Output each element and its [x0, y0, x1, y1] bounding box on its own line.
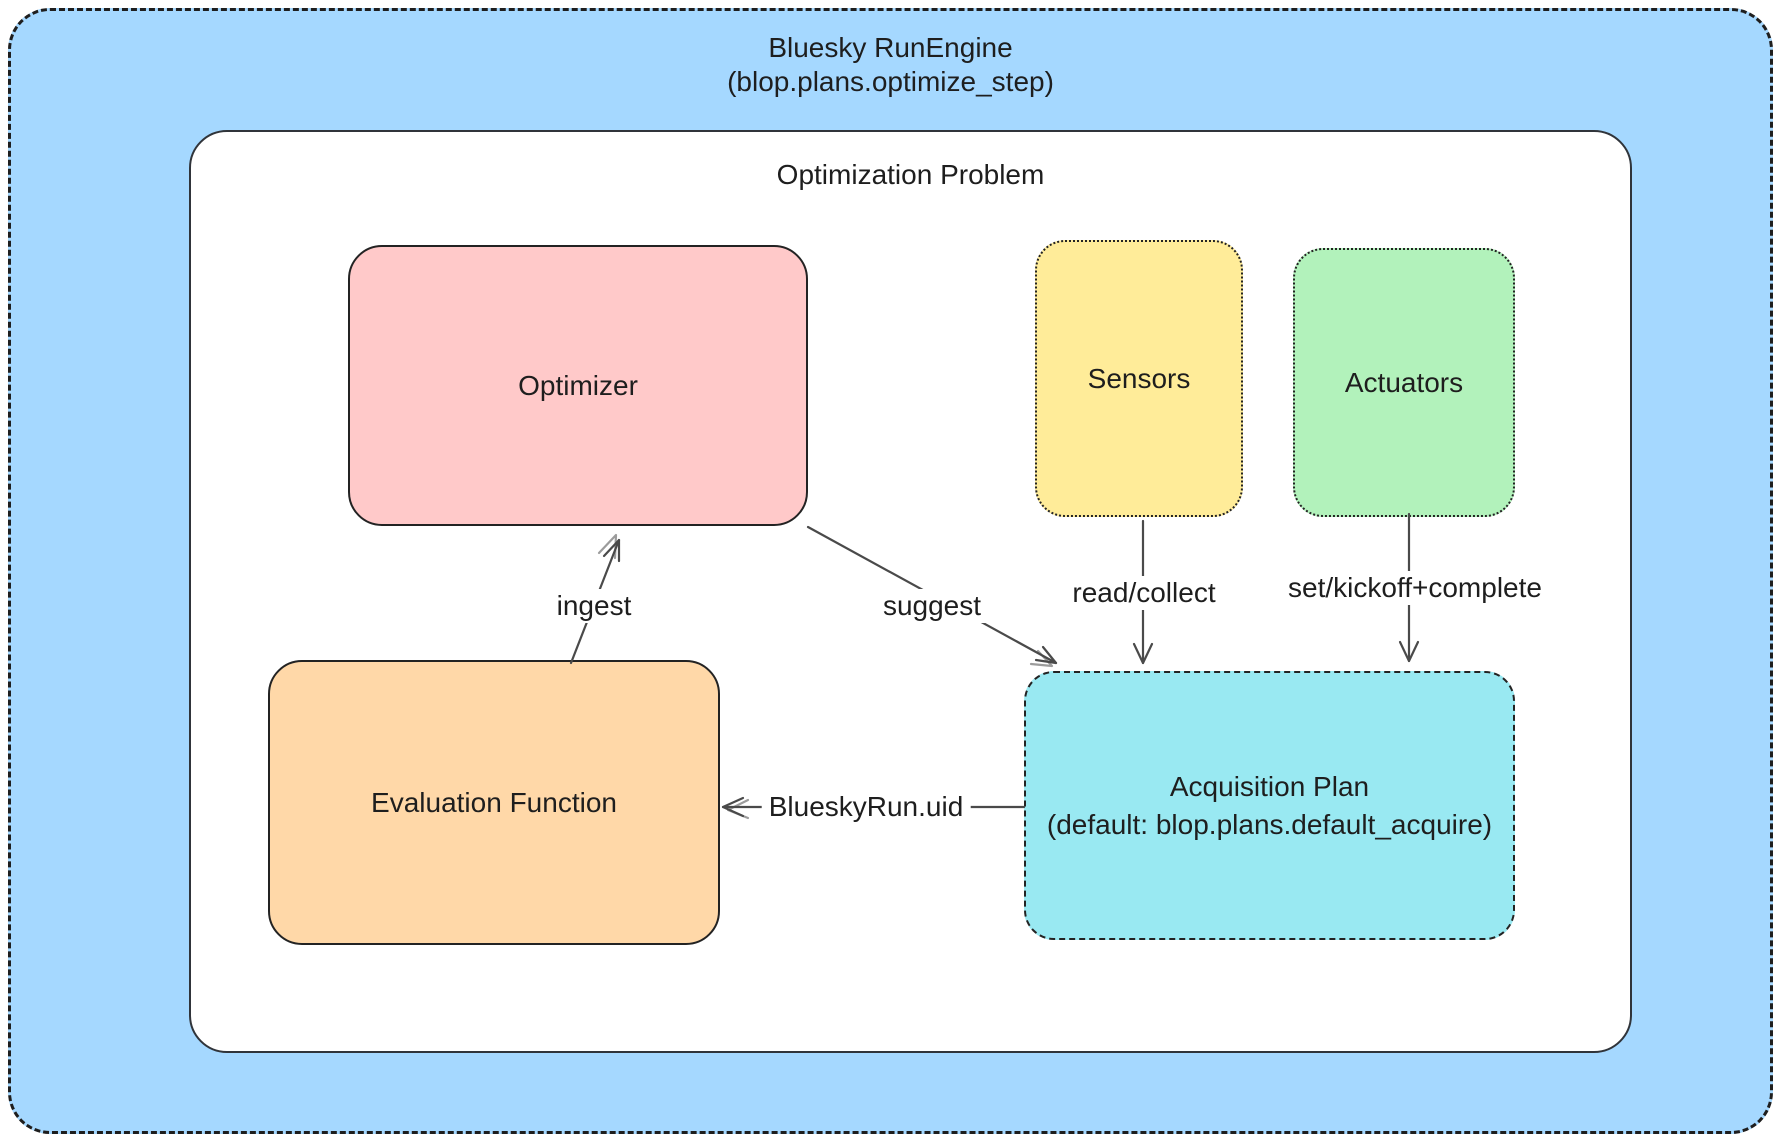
optimizer-node: Optimizer	[348, 245, 808, 526]
optimization-problem-title: Optimization Problem	[776, 159, 1045, 190]
sensors-node: Sensors	[1035, 240, 1243, 517]
actuators-node: Actuators	[1293, 248, 1515, 517]
optimizer-label: Optimizer	[518, 369, 638, 401]
acquisition-plan-label-line2: (default: blop.plans.default_acquire)	[1046, 808, 1493, 840]
actuators-label: Actuators	[1344, 366, 1464, 398]
runengine-title-line2: (blop.plans.optimize_step)	[727, 66, 1054, 97]
acquisition-plan-label-line1: Acquisition Plan	[1169, 770, 1370, 802]
set-kickoff-complete-edge-label: set/kickoff+complete	[1281, 571, 1549, 605]
suggest-edge-label: suggest	[875, 589, 989, 623]
runengine-title: Bluesky RunEngine (blop.plans.optimize_s…	[11, 31, 1770, 99]
ingest-edge-label: ingest	[549, 589, 639, 623]
evaluation-function-label: Evaluation Function	[371, 786, 617, 818]
read-collect-edge-label: read/collect	[1065, 576, 1223, 610]
runengine-title-line1: Bluesky RunEngine	[768, 32, 1013, 63]
evaluation-function-node: Evaluation Function	[268, 660, 720, 945]
sensors-label: Sensors	[1087, 362, 1191, 394]
blueskyrun-uid-edge-label: BlueskyRun.uid	[761, 790, 971, 824]
acquisition-plan-node: Acquisition Plan (default: blop.plans.de…	[1024, 671, 1515, 940]
